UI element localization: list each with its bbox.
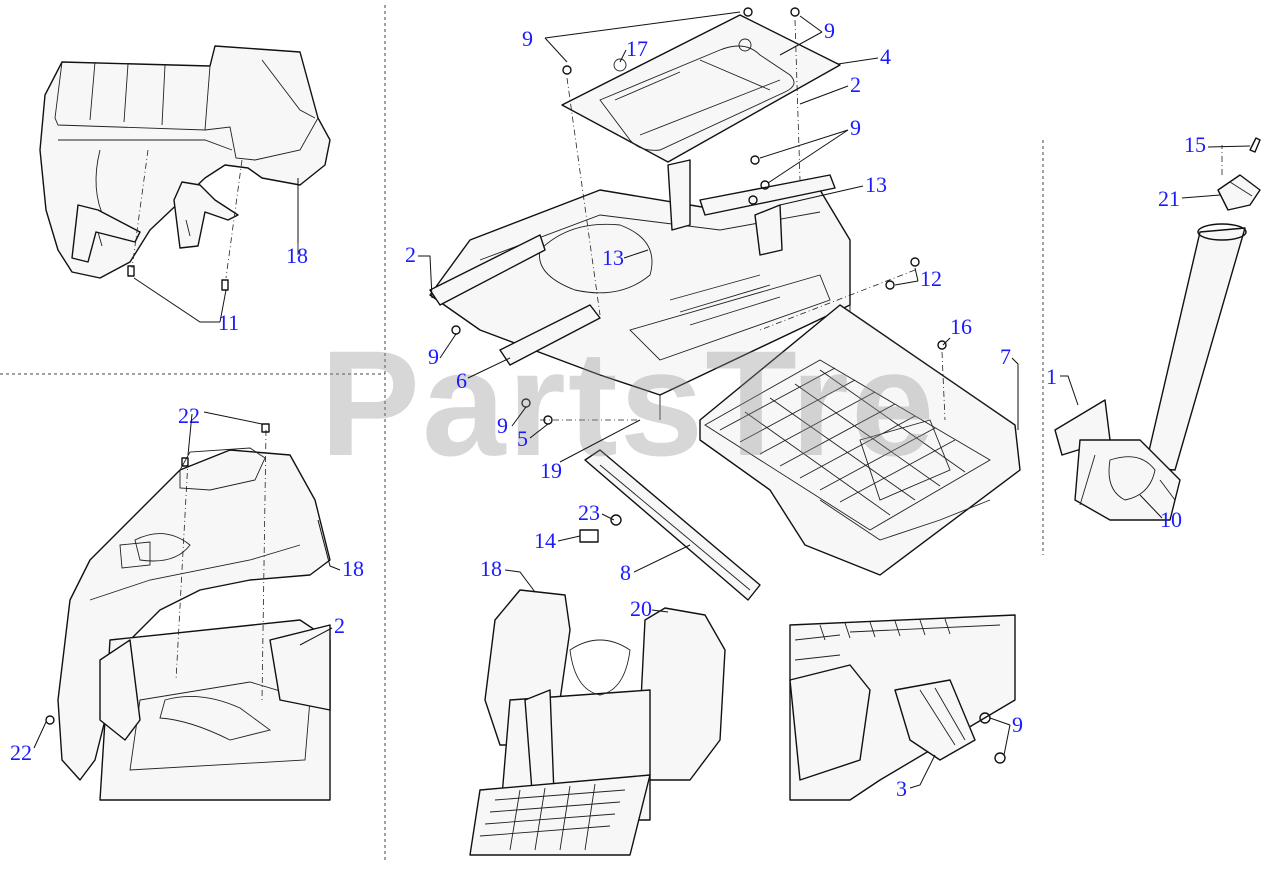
callout-16: 16 [950,314,972,339]
callout-9: 9 [1012,712,1023,737]
callout-9: 9 [497,413,508,438]
callout-15: 15 [1184,132,1206,157]
callout-2: 2 [850,72,861,97]
callout-2: 2 [405,242,416,267]
callout-9: 9 [522,26,533,51]
footplate-grating [704,359,991,531]
callout-10: 10 [1160,507,1182,532]
callout-8: 8 [620,560,631,585]
panel-dividers [0,5,1044,860]
callout-22: 22 [10,740,32,765]
console-detail-view [45,423,331,801]
callout-6: 6 [456,368,467,393]
callout-23: 23 [578,500,600,525]
bracket-detail-view [789,614,1016,801]
fender-detail-view [39,45,331,291]
watermark: PartsTre [320,319,936,487]
callout-21: 21 [1158,186,1180,211]
steering-column-view [1054,137,1261,521]
callout-9: 9 [428,344,439,369]
callout-17: 17 [626,36,648,61]
callout-18: 18 [286,243,308,268]
callout-13: 13 [865,172,887,197]
callout-5: 5 [517,426,528,451]
callout-9: 9 [824,18,835,43]
callout-4: 4 [880,44,891,69]
callout-3: 3 [896,776,907,801]
callout-14: 14 [534,528,556,553]
callout-2: 2 [334,613,345,638]
callout-18: 18 [342,556,364,581]
callout-7: 7 [1000,344,1011,369]
main-frame-view [429,7,1021,601]
callouts: 9 17 9 4 2 9 13 2 13 12 9 [10,11,1251,801]
callout-1: 1 [1046,364,1057,389]
callout-20: 20 [630,596,652,621]
callout-13: 13 [602,245,624,270]
callout-11: 11 [218,310,239,335]
callout-9: 9 [850,115,861,140]
callout-22: 22 [178,403,200,428]
callout-12: 12 [920,266,942,291]
callout-18: 18 [480,556,502,581]
assembled-view [469,589,726,856]
callout-19: 19 [540,458,562,483]
